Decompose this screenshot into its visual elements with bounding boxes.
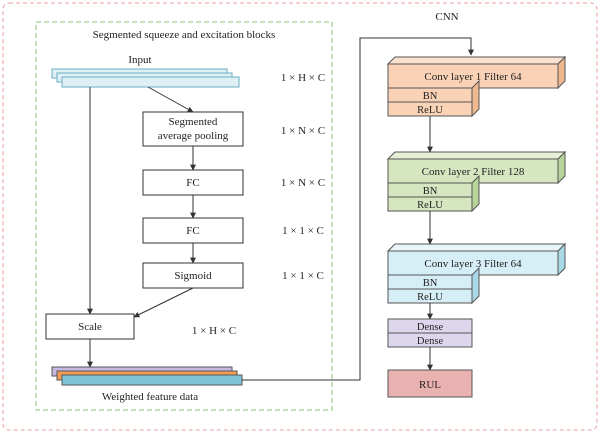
conv-layer-1-top — [386, 56, 567, 65]
fc1-label: FC — [186, 177, 199, 189]
cnn-block: CNN Conv layer 1 Filter 64 BN ReLU Conv … — [386, 11, 567, 398]
se-block: Segmented squeeze and excitation blocks … — [35, 21, 333, 411]
fc2-label: FC — [186, 225, 199, 237]
bn3-side — [471, 266, 480, 305]
scale-label: Scale — [78, 321, 102, 333]
dense2-label: Dense — [417, 336, 444, 347]
dim-fc2: 1 × 1 × C — [282, 225, 324, 237]
conv-layer-2-box — [387, 158, 559, 184]
dim-scale: 1 × H × C — [192, 325, 236, 337]
input-stack — [51, 68, 240, 88]
se-connectors — [87, 86, 196, 368]
sigmoid-box — [142, 262, 244, 289]
dim-pool: 1 × N × C — [281, 125, 325, 137]
scale-box — [45, 313, 135, 340]
conv-layer-2-top — [386, 151, 567, 160]
arrow-input-to-pool — [147, 86, 194, 113]
bn1-label: BN — [423, 91, 438, 102]
dim-sigmoid: 1 × 1 × C — [282, 270, 324, 282]
dim-fc1: 1 × N × C — [281, 177, 325, 189]
seg-pool-label-line2: average pooling — [158, 130, 229, 142]
cnn-title: CNN — [435, 11, 458, 23]
se-block-title: Segmented squeeze and excitation blocks — [93, 29, 276, 41]
conv-layer-2-title: Conv layer 2 Filter 128 — [422, 166, 525, 178]
seg-pool-label-line1: Segmented — [169, 116, 218, 128]
bn3-label: BN — [423, 278, 438, 289]
rul-box — [387, 369, 473, 398]
dim-input: 1 × H × C — [281, 72, 325, 84]
conv-layer-3: Conv layer 3 Filter 64 BN ReLU — [386, 242, 567, 305]
relu3-label: ReLU — [417, 292, 443, 303]
conv-layer-2: Conv layer 2 Filter 128 BN ReLU — [386, 150, 567, 213]
rul-label: RUL — [419, 379, 441, 391]
weighted-feature-label: Weighted feature data — [102, 391, 198, 403]
arrow-se-to-cnn — [242, 37, 474, 381]
conv-layer-3-top — [386, 243, 567, 252]
relu1-label: ReLU — [417, 105, 443, 116]
sigmoid-label: Sigmoid — [174, 270, 212, 282]
conv-layer-3-title: Conv layer 3 Filter 64 — [424, 258, 522, 270]
relu2-label: ReLU — [417, 200, 443, 211]
bn1-side — [471, 79, 480, 118]
seg-pool-box — [142, 111, 244, 147]
dense1-label: Dense — [417, 322, 444, 333]
weighted-feature-stack — [51, 366, 243, 386]
output-layer-front — [61, 374, 243, 386]
input-label: Input — [128, 54, 151, 66]
bn2-label: BN — [423, 186, 438, 197]
conv-layer-1: Conv layer 1 Filter 64 BN ReLU — [386, 55, 567, 118]
conv-layer-1-title: Conv layer 1 Filter 64 — [424, 71, 522, 83]
arrow-sigmoid-to-scale — [133, 287, 194, 318]
bn2-side — [471, 174, 480, 213]
conv-layer-3-box — [387, 250, 559, 276]
se-block-border — [35, 21, 333, 411]
input-layer-front — [61, 76, 240, 88]
